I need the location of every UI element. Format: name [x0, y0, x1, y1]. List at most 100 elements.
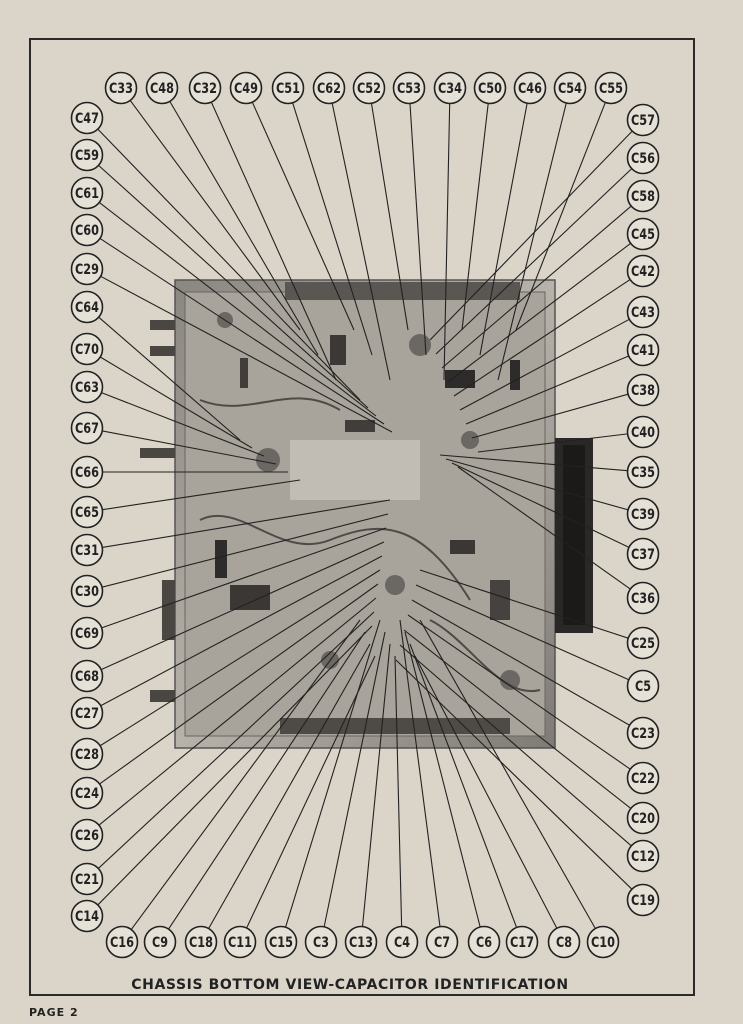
callout-label: C54	[558, 81, 582, 97]
leader-line-c15	[285, 619, 381, 928]
leader-line-c24	[99, 583, 379, 785]
callout-circle	[70, 455, 104, 489]
callout-circle	[70, 252, 104, 286]
callout-c48: C48	[145, 71, 179, 105]
callout-label: C70	[75, 342, 99, 358]
callout-label: C60	[75, 223, 99, 239]
callout-circle	[70, 533, 104, 567]
callout-c21: C21	[70, 862, 104, 896]
callout-label: C50	[478, 81, 502, 97]
callout-label: C34	[438, 81, 462, 97]
leader-line-c33	[129, 100, 301, 331]
callout-label: C63	[75, 380, 99, 396]
callout-label: C67	[75, 421, 99, 437]
callout-label: C22	[631, 771, 655, 787]
callout-c7: C7	[425, 925, 459, 959]
leader-line-c4	[394, 655, 403, 927]
leader-line-c13	[361, 643, 391, 927]
leader-line-c12	[399, 644, 632, 847]
callout-label: C42	[631, 264, 655, 280]
callout-c31: C31	[70, 533, 104, 567]
leader-line-c62	[331, 103, 391, 381]
callout-label: C17	[510, 935, 534, 951]
leader-line-c68	[100, 541, 385, 671]
callout-c60: C60	[70, 213, 104, 247]
leader-line-c19	[395, 659, 633, 890]
callout-label: C40	[631, 425, 655, 441]
callout-circle	[70, 776, 104, 810]
figure-caption: CHASSIS BOTTOM VIEW-CAPACITOR IDENTIFICA…	[131, 977, 569, 993]
leader-line-c11	[246, 655, 376, 929]
callout-c52: C52	[352, 71, 386, 105]
leader-line-c37	[451, 462, 630, 548]
leader-line-c29	[100, 275, 393, 433]
callout-label: C32	[193, 81, 217, 97]
leader-line-c64	[98, 316, 241, 441]
callout-c34: C34	[433, 71, 467, 105]
callout-circle	[626, 761, 660, 795]
callout-circle	[304, 925, 338, 959]
callout-label: C16	[110, 935, 134, 951]
callout-circle	[626, 626, 660, 660]
callout-circle	[70, 737, 104, 771]
callout-label: C31	[75, 543, 99, 559]
callout-c40: C40	[626, 415, 660, 449]
leader-line-c42	[453, 279, 631, 397]
callout-circle	[626, 883, 660, 917]
callout-label: C51	[276, 81, 300, 97]
callout-label: C39	[631, 507, 655, 523]
callout-c36: C36	[626, 581, 660, 615]
leader-line-c56	[435, 168, 633, 355]
callout-circle	[626, 179, 660, 213]
leader-line-c32	[210, 101, 337, 381]
callout-c16: C16	[105, 925, 139, 959]
callout-c15: C15	[264, 925, 298, 959]
callout-c27: C27	[70, 696, 104, 730]
leader-line-c26	[98, 597, 377, 826]
callout-c63: C63	[70, 370, 104, 404]
leader-line-c54	[497, 102, 567, 381]
leader-line-c14	[97, 625, 373, 906]
callout-label: C13	[349, 935, 373, 951]
callout-c3: C3	[304, 925, 338, 959]
callout-label: C23	[631, 726, 655, 742]
leader-line-c9	[168, 631, 366, 930]
leader-line-c21	[97, 611, 375, 869]
callout-c14: C14	[70, 899, 104, 933]
leader-line-c45	[447, 242, 631, 383]
callout-circle	[70, 659, 104, 693]
callout-c54: C54	[553, 71, 587, 105]
callout-circle	[553, 71, 587, 105]
callout-circle	[70, 101, 104, 135]
leader-line-c3	[323, 631, 386, 927]
callout-label: C66	[75, 465, 99, 481]
callout-label: C15	[269, 935, 293, 951]
leader-line-c65	[102, 479, 301, 511]
callout-c30: C30	[70, 574, 104, 608]
leader-line-c49	[251, 101, 355, 331]
callout-circle	[626, 801, 660, 835]
callout-c50: C50	[473, 71, 507, 105]
callout-c42: C42	[626, 254, 660, 288]
callout-label: C8	[556, 935, 572, 951]
leader-line-c67	[102, 430, 277, 465]
callout-c55: C55	[594, 71, 628, 105]
callout-circle	[70, 818, 104, 852]
callout-c6: C6	[467, 925, 501, 959]
leader-line-c50	[461, 103, 489, 331]
callout-c65: C65	[70, 495, 104, 529]
leader-lines	[97, 100, 633, 930]
callout-label: C38	[631, 383, 655, 399]
callout-c25: C25	[626, 626, 660, 660]
callout-c20: C20	[626, 801, 660, 835]
callout-label: C35	[631, 465, 655, 481]
callout-c37: C37	[626, 537, 660, 571]
callout-label: C45	[631, 227, 655, 243]
callout-label: C18	[189, 935, 213, 951]
callout-label: C41	[631, 343, 655, 359]
callout-c24: C24	[70, 776, 104, 810]
callout-c66: C66	[70, 455, 104, 489]
callout-label: C26	[75, 828, 99, 844]
callout-c22: C22	[626, 761, 660, 795]
